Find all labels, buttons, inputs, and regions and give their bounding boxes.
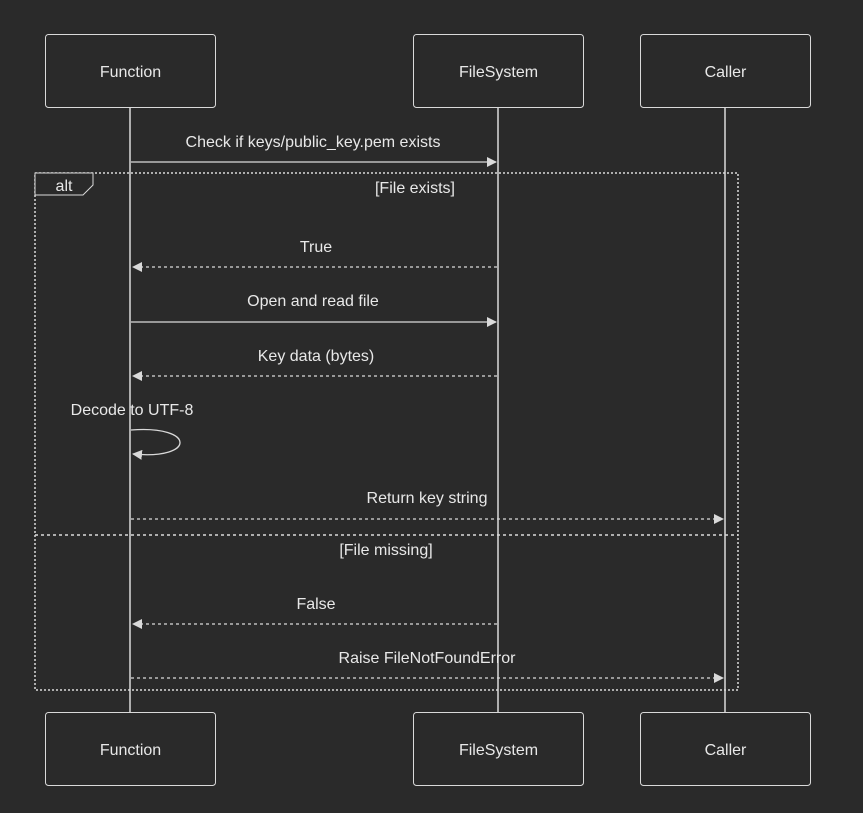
participant-label: Function (100, 64, 161, 81)
alt-condition-file-exists: [File exists] (375, 180, 455, 197)
participant-label: Caller (705, 742, 747, 759)
participant-caller-top: Caller (640, 34, 811, 108)
alt-frame-tab (34, 172, 94, 196)
message-arrow-decode-self (130, 428, 181, 460)
message-label-open-read: Open and read file (247, 293, 379, 310)
participant-filesystem-top: FileSystem (413, 34, 584, 108)
participant-caller-bottom: Caller (640, 712, 811, 786)
alt-condition-file-missing: [File missing] (339, 542, 432, 559)
participant-label: Function (100, 742, 161, 759)
participant-label: FileSystem (459, 64, 538, 81)
message-label-raise-error: Raise FileNotFoundError (339, 650, 517, 667)
participant-filesystem-bottom: FileSystem (413, 712, 584, 786)
participant-label: FileSystem (459, 742, 538, 759)
message-label-decode: Decode to UTF-8 (71, 402, 194, 419)
message-label-return-key: Return key string (367, 490, 488, 507)
message-label-true: True (300, 239, 332, 256)
message-label-false: False (296, 596, 335, 613)
alt-frame-label: alt (56, 178, 73, 195)
participant-label: Caller (705, 64, 747, 81)
message-label-key-data: Key data (bytes) (258, 348, 375, 365)
participant-function-top: Function (45, 34, 216, 108)
alt-frame (34, 172, 739, 691)
message-label-check-exists: Check if keys/public_key.pem exists (186, 134, 441, 151)
participant-function-bottom: Function (45, 712, 216, 786)
